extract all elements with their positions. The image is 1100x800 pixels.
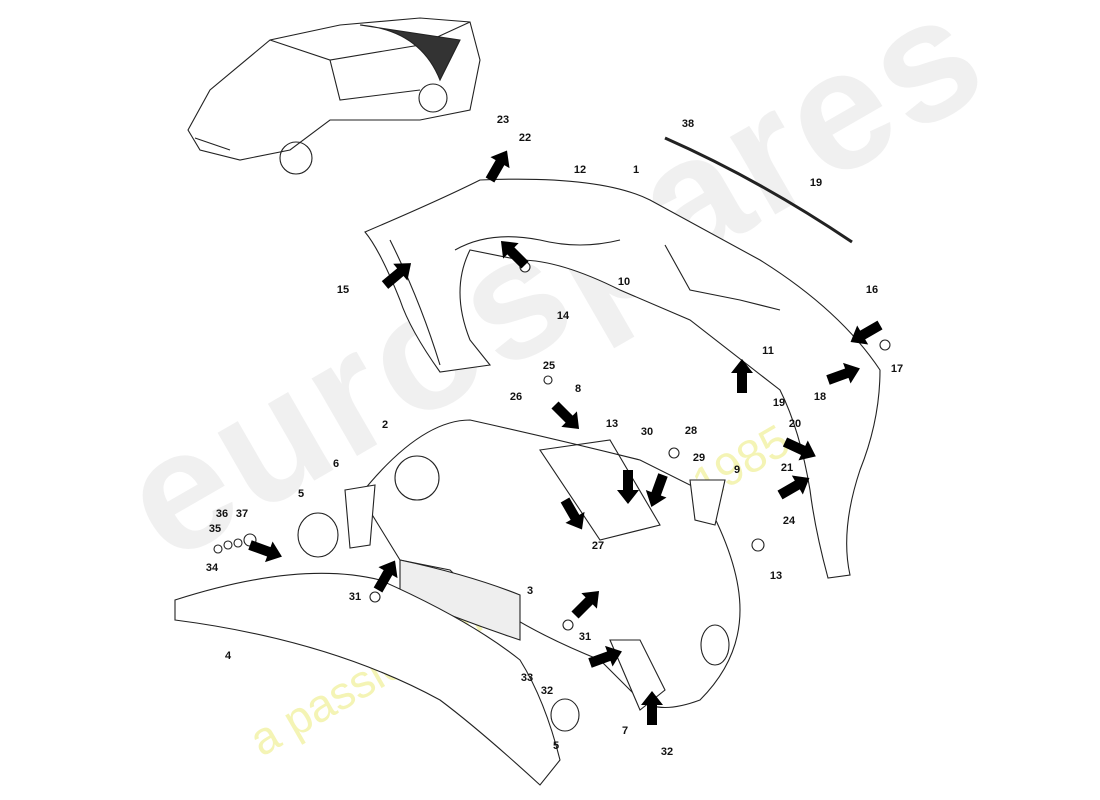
callout-label: 5 [552, 740, 560, 752]
callout-label: 37 [235, 508, 249, 520]
callout-label: 14 [556, 310, 570, 322]
lower-diffuser [359, 419, 741, 708]
callout-label: 8 [574, 383, 582, 395]
callout-label: 30 [640, 426, 654, 438]
arrow-icon [588, 645, 622, 668]
callout-label: 38 [681, 118, 695, 130]
bracket-6 [344, 484, 376, 549]
callout-label: 3 [526, 585, 534, 597]
callout-label: 23 [496, 114, 510, 126]
arrow-icon [560, 497, 585, 530]
callout-label: 17 [890, 363, 904, 375]
callout-label: 36 [215, 508, 229, 520]
callout-label: 31 [348, 591, 362, 603]
callout-label: 31 [578, 631, 592, 643]
arrow-icon [850, 320, 883, 345]
arrow-icon [248, 540, 282, 563]
callout-label: 33 [520, 672, 534, 684]
callout-label: 10 [617, 276, 631, 288]
callout-label: 12 [573, 164, 587, 176]
callout-label: 7 [621, 725, 629, 737]
callout-label: 20 [788, 418, 802, 430]
arrow-icon [777, 475, 810, 500]
arrow-icon [551, 401, 580, 430]
callout-label: 32 [660, 746, 674, 758]
arrow-icon [826, 362, 860, 385]
callout-label: 34 [205, 562, 219, 574]
trim-strip [664, 136, 853, 244]
callout-label: 32 [540, 685, 554, 697]
arrow-icon [485, 150, 510, 183]
callout-label: 26 [509, 391, 523, 403]
callout-label: 18 [813, 391, 827, 403]
callout-label: 4 [224, 650, 232, 662]
arrow-icon [645, 473, 668, 507]
callout-label: 16 [865, 284, 879, 296]
lamp-housing [550, 698, 580, 732]
callout-label: 19 [809, 177, 823, 189]
callout-label: 25 [542, 360, 556, 372]
arrow-icon [782, 437, 816, 461]
callout-label: 15 [336, 284, 350, 296]
callout-label: 35 [208, 523, 222, 535]
arrow-icon [641, 691, 663, 725]
callout-label: 13 [605, 418, 619, 430]
callout-label: 22 [518, 132, 532, 144]
callout-label: 29 [692, 452, 706, 464]
arrow-icon [731, 359, 753, 393]
callout-label: 27 [591, 540, 605, 552]
fasteners [213, 261, 891, 631]
callout-label: 24 [782, 515, 796, 527]
callout-label: 5 [297, 488, 305, 500]
bracket-9 [689, 479, 726, 526]
lamp-housing [297, 512, 339, 558]
callout-label: 11 [762, 345, 774, 357]
arrow-icon [500, 240, 529, 269]
callout-label: 1 [632, 164, 640, 176]
callout-label: 28 [684, 425, 698, 437]
arrow-icon [617, 470, 639, 504]
callout-label: 9 [733, 464, 741, 476]
callout-label: 2 [381, 419, 389, 431]
arrow-icon [381, 263, 412, 289]
arrow-icon [373, 560, 398, 593]
callout-label: 6 [332, 458, 340, 470]
rear-bumper-cover [364, 178, 881, 579]
callout-label: 13 [769, 570, 783, 582]
arrow-icon [571, 590, 600, 619]
undertray-panel [174, 572, 561, 786]
callout-label: 21 [780, 462, 794, 474]
callout-label: 19 [772, 397, 786, 409]
car-thumbnail [187, 17, 481, 175]
